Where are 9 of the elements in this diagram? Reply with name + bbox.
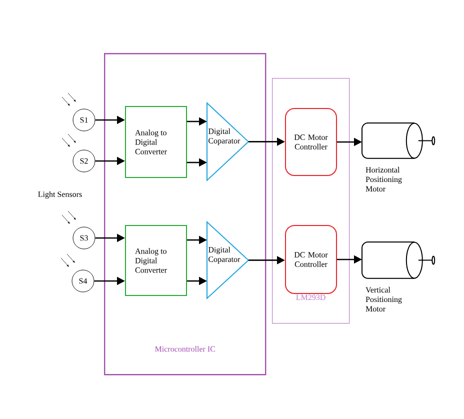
controller-box: DC Motor Controller xyxy=(285,225,337,294)
motor-label: Vertical Positioning Motor xyxy=(366,286,402,312)
controller-box: DC Motor Controller xyxy=(285,108,337,176)
motor-drawing xyxy=(362,122,436,159)
group-label: Light Sensors xyxy=(38,191,82,199)
motor-label: Horizontal Positioning Motor xyxy=(366,166,402,192)
converter-box: Analog to Digital Converter xyxy=(125,225,187,296)
motor-drawing xyxy=(362,242,436,279)
converter-box: Analog to Digital Converter xyxy=(125,106,187,178)
